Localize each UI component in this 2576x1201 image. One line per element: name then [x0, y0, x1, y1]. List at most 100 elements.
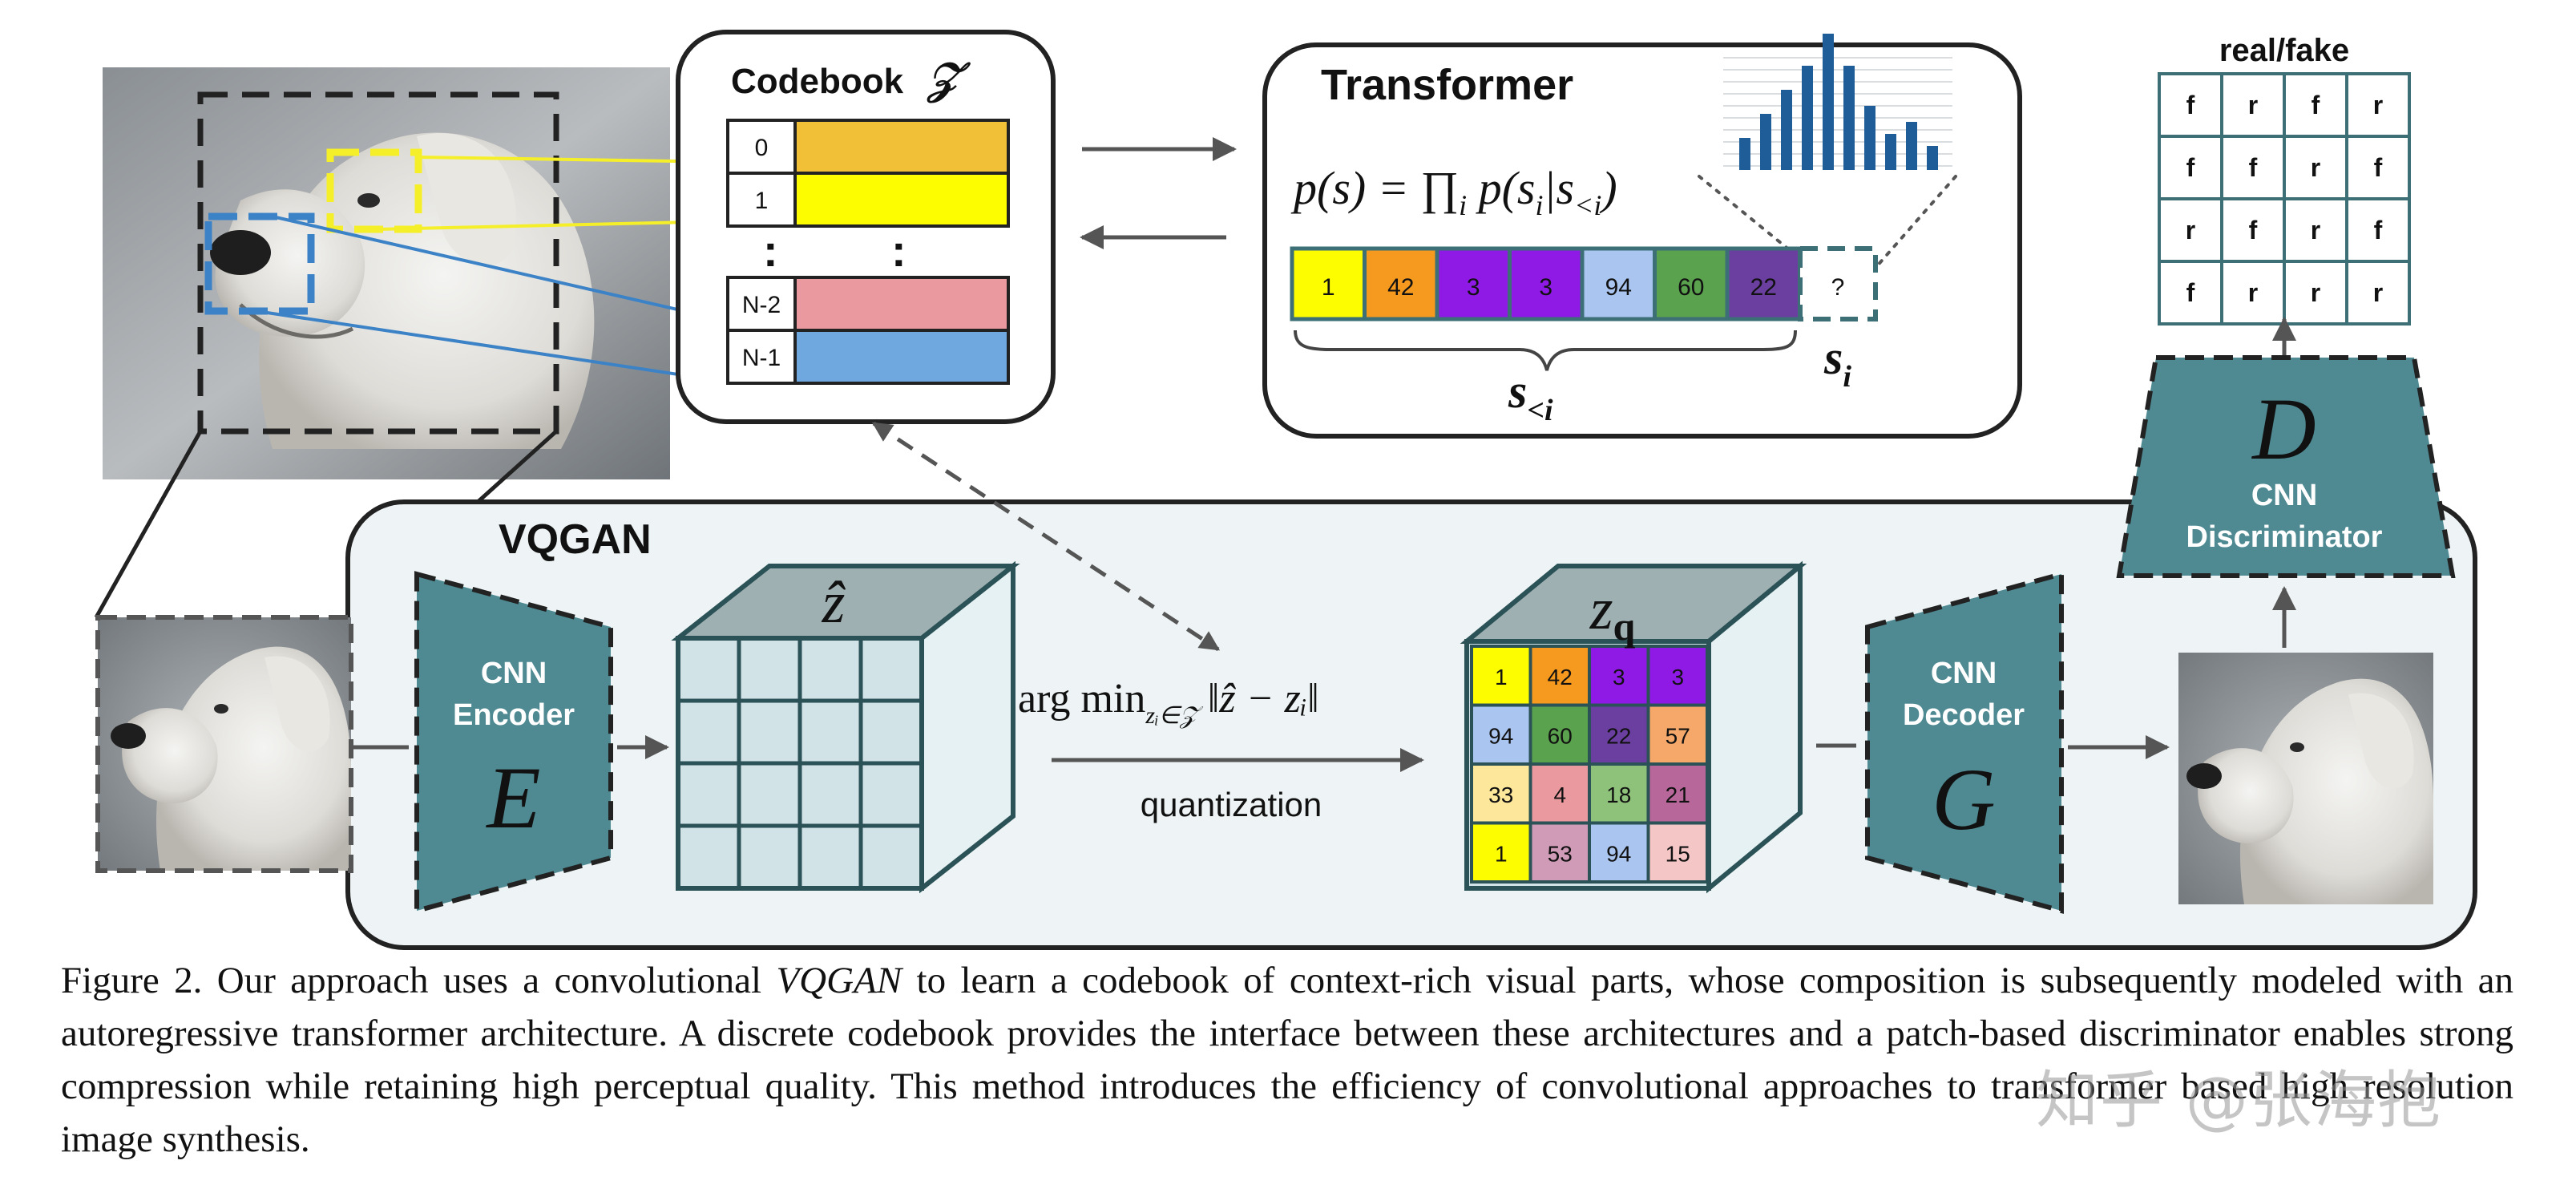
- z-q-cell-value: 57: [1666, 724, 1690, 749]
- encoder-label-1: CNN: [481, 657, 547, 690]
- codebook-vector-cell: [793, 329, 1010, 385]
- z-q-cell: [1528, 762, 1591, 825]
- sequence-token-value: 3: [1467, 274, 1480, 301]
- transformer-title: Transformer: [1321, 61, 1573, 109]
- discriminator-label-1: CNN: [2251, 479, 2317, 512]
- histogram-bar: [1843, 66, 1855, 170]
- s-i: si: [1823, 331, 1851, 394]
- real-fake-value: r: [2311, 153, 2320, 182]
- z-q-cell-value: 3: [1671, 665, 1684, 689]
- sequence-token-value: 1: [1322, 274, 1335, 301]
- real-fake-value: f: [2374, 216, 2383, 245]
- z-q-cell: [1528, 645, 1591, 707]
- histogram-bar: [1760, 114, 1771, 170]
- sequence-token-value: 42: [1387, 274, 1414, 301]
- z-q-cell-value: 1: [1495, 665, 1508, 689]
- z-q-cell-value: 21: [1666, 782, 1690, 807]
- z-q-cell: [1646, 821, 1709, 884]
- z-q-cell-value: 1: [1495, 842, 1508, 867]
- codebook-vector-cell: [793, 276, 1010, 332]
- codebook-index-cell: [726, 329, 797, 385]
- watermark: 知乎 @张海抱: [2036, 1065, 2442, 1137]
- real-fake-cell: [2345, 197, 2411, 263]
- sequence-token: [1580, 246, 1657, 321]
- real-fake-value: r: [2311, 278, 2320, 307]
- z-q-cell-value: 4: [1553, 782, 1566, 807]
- real-fake-value: f: [2186, 91, 2195, 119]
- histogram-bar: [1927, 146, 1938, 170]
- z-q-cell-value: 18: [1606, 782, 1631, 807]
- input-dog-photo-large: [103, 67, 670, 479]
- decoder-label-1: CNN: [1931, 657, 1997, 690]
- codebook-row-1: 1: [726, 172, 1010, 228]
- caption-prefix: Figure 2. Our approach uses a convolutio…: [61, 960, 777, 1001]
- quantization-label: quantization: [1141, 786, 1322, 823]
- real-fake-cell: [2283, 260, 2348, 326]
- vqgan-title: VQGAN: [499, 516, 652, 563]
- real-fake-cell: [2158, 72, 2223, 138]
- z-q-label: zq: [1589, 576, 1636, 649]
- z-q-cell-value: 60: [1548, 724, 1573, 749]
- z-q-cell: [1470, 645, 1532, 707]
- real-fake-value: r: [2373, 91, 2383, 119]
- z-q-cell-value: 3: [1613, 665, 1625, 689]
- probability-histogram: [1723, 34, 1952, 178]
- z-q-cell-value: 53: [1548, 842, 1573, 867]
- z-q-cell-value: 94: [1606, 842, 1631, 867]
- codebook-ellipsis-right: :: [891, 225, 906, 276]
- histogram-bar: [1739, 138, 1750, 170]
- real-fake-cell: [2158, 197, 2223, 263]
- histogram-bar: [1885, 134, 1896, 170]
- z-q-cell: [1588, 821, 1650, 884]
- sequence-token: [1508, 246, 1585, 321]
- codebook-vector-cell: [793, 119, 1010, 175]
- transformer-formula: p(s) = ∏i p(si|s<i): [1290, 162, 1617, 221]
- real-fake-value: f: [2312, 91, 2320, 119]
- z-q-cell: [1646, 762, 1709, 825]
- real-fake-cell: [2158, 135, 2223, 200]
- real-fake-cell: [2345, 260, 2411, 326]
- codebook-index-label: 1: [755, 188, 769, 214]
- sequence-token-value: 60: [1678, 274, 1704, 301]
- real-fake-cell: [2158, 260, 2223, 326]
- codebook-index-cell: [726, 276, 797, 332]
- z-q-cell-value: 42: [1548, 665, 1573, 689]
- caption-emph: VQGAN: [776, 960, 902, 1001]
- real-fake-value: r: [2248, 91, 2258, 119]
- discriminator-label-2: Discriminator: [2186, 520, 2383, 554]
- codebook-index-label: N-1: [742, 345, 781, 371]
- z-q-cell-value: 94: [1488, 724, 1513, 749]
- real-fake-value: f: [2249, 153, 2258, 182]
- histogram-bar: [1802, 66, 1813, 170]
- codebook-row-0: 0: [726, 119, 1010, 175]
- real-fake-cell: [2220, 260, 2286, 326]
- codebook-title: Codebook: [731, 62, 904, 101]
- sequence-token: [1435, 246, 1512, 321]
- z-q-cell: [1470, 821, 1532, 884]
- svg-text:Codebook 𝒵: Codebook 𝒵: [731, 55, 971, 103]
- codebook-index-cell: [726, 119, 797, 175]
- argmin-formula: arg minzᵢ∈𝒵‖ẑ − zᵢ‖: [1018, 676, 1319, 729]
- codebook-ellipsis-left: :: [763, 225, 778, 276]
- histogram-bar: [1864, 106, 1875, 170]
- cnn-decoder: CNN Decoder G: [1865, 571, 2064, 914]
- codebook-index-label: 0: [755, 135, 769, 161]
- discriminator-symbol: D: [2251, 380, 2316, 478]
- quantization-block: arg minzᵢ∈𝒵‖ẑ − zᵢ‖ quantization: [1018, 676, 1424, 823]
- z-q-cell-value: 15: [1666, 842, 1690, 867]
- sequence-token-value: 94: [1605, 274, 1632, 301]
- z-q-cell: [1646, 703, 1709, 766]
- real-fake-value: f: [2249, 216, 2258, 245]
- z-q-cell: [1470, 762, 1532, 825]
- real-fake-value: r: [2248, 278, 2258, 307]
- cnn-encoder: CNN Encoder E: [414, 571, 613, 914]
- figure-caption: Figure 2. Our approach uses a convolutio…: [61, 954, 2513, 1166]
- real-fake-title: real/fake: [2219, 33, 2349, 68]
- histogram-bar: [1906, 122, 1917, 170]
- z-hat-label: ẑ: [822, 570, 846, 636]
- unknown-token: ?: [1831, 274, 1845, 301]
